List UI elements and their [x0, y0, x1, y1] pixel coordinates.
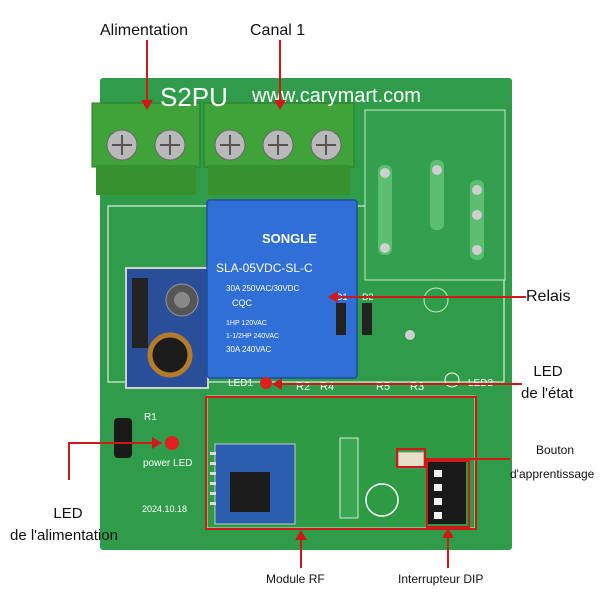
- terminal-block-channel: [203, 102, 355, 195]
- label-led-etat-2: de l'état: [521, 385, 574, 402]
- relay-rating-2: 30A 240VAC: [226, 345, 271, 354]
- silk-date: 2024.10.18: [142, 504, 187, 514]
- label-interrupteur-dip: Interrupteur DIP: [398, 572, 484, 586]
- arrow-alimentation: [146, 40, 148, 104]
- relay-brand: SONGLE: [262, 231, 317, 246]
- arrow-bouton: [426, 458, 510, 460]
- label-module-rf: Module RF: [266, 572, 325, 586]
- learning-button-highlight: [396, 448, 426, 468]
- power-led: [165, 436, 179, 450]
- label-led-alim-1: LED: [53, 505, 83, 522]
- relay-hp-2: 1-1/2HP 240VAC: [226, 333, 279, 340]
- arrow-led-etat: [282, 383, 522, 385]
- label-bouton-2: d'apprentissage: [510, 467, 595, 481]
- terminal-block-power: [91, 102, 201, 195]
- silk-led1: LED1: [228, 378, 253, 389]
- silk-power-led: power LED: [143, 458, 192, 469]
- arrow-dip: [447, 538, 449, 568]
- label-relais: Relais: [526, 288, 571, 305]
- label-canal1: Canal 1: [250, 22, 306, 39]
- label-led-etat-1: LED: [533, 363, 563, 380]
- relay-cqc: CQC: [232, 298, 253, 308]
- label-alimentation: Alimentation: [100, 22, 189, 39]
- label-led-alim-2: de l'alimentation: [10, 527, 118, 544]
- arrow-led-alim: [68, 442, 70, 480]
- board-website-text: www.carymart.com: [251, 85, 421, 107]
- relay: SONGLE SLA-05VDC-SL-C 30A 250VAC/30VDC C…: [206, 199, 358, 379]
- dip-switch-highlight: [426, 460, 470, 528]
- relay-hp-1: 1HP 120VAC: [226, 320, 267, 327]
- board-model-text: S2PU: [160, 82, 228, 112]
- arrow-canal1: [279, 40, 281, 104]
- silk-r1: R1: [144, 412, 157, 423]
- arrow-relais: [338, 296, 526, 298]
- relay-model: SLA-05VDC-SL-C: [216, 261, 313, 275]
- status-led: [260, 377, 272, 389]
- relay-rating-1: 30A 250VAC/30VDC: [226, 284, 299, 293]
- label-bouton-1: Bouton: [535, 443, 575, 457]
- rf-module-highlight: [205, 396, 477, 530]
- arrow-module-rf: [300, 540, 302, 568]
